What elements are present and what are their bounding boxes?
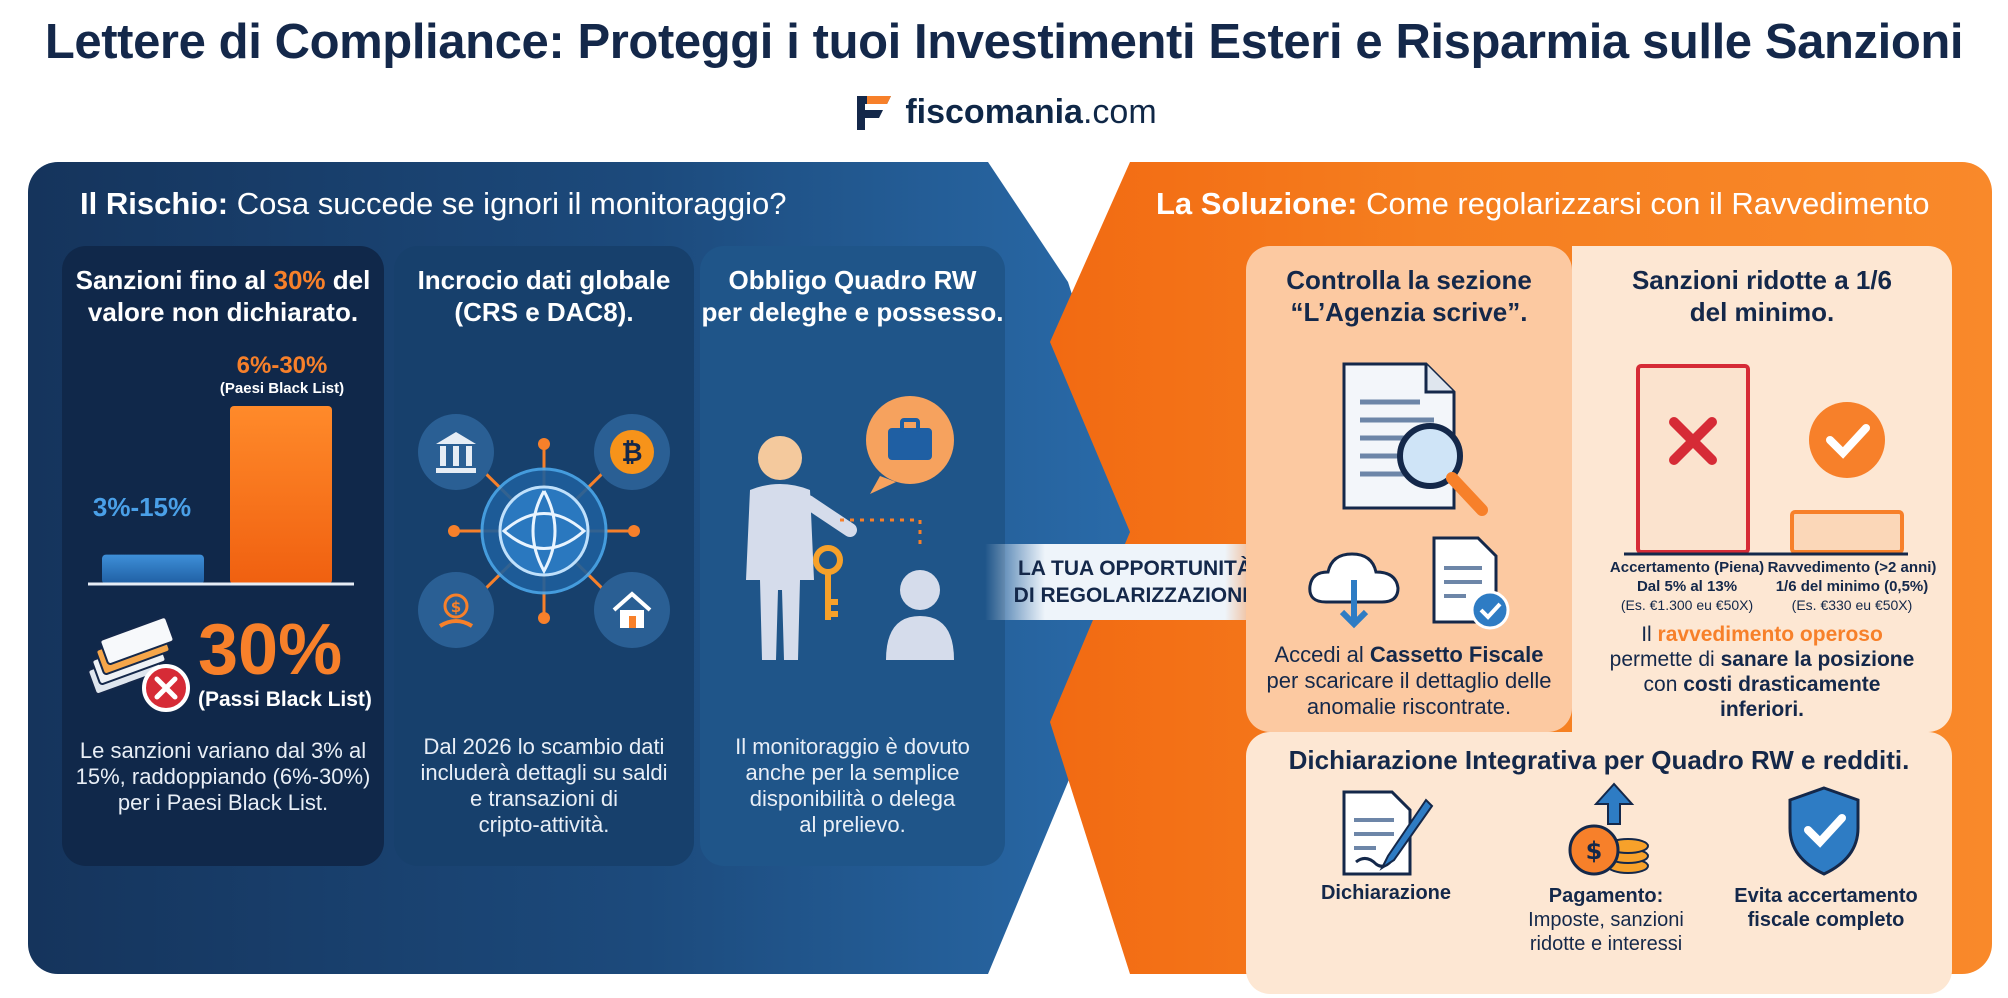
bar-big-label: 6%-30% [236,352,328,379]
penalty-big-percent: 30% [198,610,343,690]
penalty-card-title: Sanzioni fino al 30% del valore non dich… [75,265,371,327]
cloud-download-icon [1308,552,1400,629]
document-search-icon [1342,362,1488,516]
bitcoin-icon: ₿ [610,430,654,474]
sanction-comparison-chart [1624,364,1908,556]
svg-text:₿: ₿ [621,438,642,468]
brand-wordmark: fiscomania.com [905,92,1157,131]
banknotes-icon [87,616,190,712]
money-plant-icon: $ [438,593,474,628]
reduced-sanctions-card-body: Il ravvedimento operoso permette di sana… [1609,623,1915,721]
integrative-declaration-card: Dichiarazione Integrativa per Quadro RW … [1246,732,1952,994]
svg-text:$: $ [1586,837,1603,865]
bar-big-sublabel: (Paesi Black List) [219,380,345,397]
global-data-card: Incrocio dati globale(CRS e DAC8). ₿ $ D… [394,246,694,866]
payment-coins-icon: $ [1568,782,1649,876]
declaration-signing-icon [1342,790,1434,876]
risk-heading: Il Rischio: Cosa succede se ignori il mo… [80,186,787,221]
step-declaration-label: Dichiarazione [1320,882,1452,904]
agency-check-card-body: Accedi al Cassetto Fiscale per scaricare… [1266,642,1552,719]
agency-check-card-title: Controlla la sezione“L’Agenzia scrive”. [1286,265,1532,327]
bar-small [102,554,204,584]
page-title: Lettere di Compliance: Proteggi i tuoi I… [44,15,1964,69]
penalty-card: Sanzioni fino al 30% del valore non dich… [62,246,384,866]
penalty-big-percent-caption: (Passi Black List) [198,688,372,711]
solution-heading: La Soluzione: Come regolarizzarsi con il… [1156,186,1930,221]
fiscomania-logo-icon [857,96,892,130]
agency-check-card: Controlla la sezione“L’Agenzia scrive”. … [1246,246,1572,732]
shield-check-icon [1788,786,1860,876]
global-data-card-title: Incrocio dati globale(CRS e DAC8). [417,265,671,327]
house-icon [612,591,652,628]
bar-big [230,406,332,584]
integrative-declaration-title: Dichiarazione Integrativa per Quadro RW … [1288,745,1910,775]
penalty-bar-chart [88,406,354,586]
ravvedimento-caption: Ravvedimento (>2 anni) 1/6 del minimo (0… [1767,559,1937,613]
brand[interactable]: fiscomania.com [0,90,2008,134]
bank-icon [436,432,476,473]
delegation-person-icon [746,396,954,660]
svg-text:$: $ [451,598,461,616]
bar-small-label: 3%-15% [92,492,192,522]
assessment-caption: Accertamento (Piena) Dal 5% al 13% (Es. … [1609,559,1765,613]
document-check-icon [1432,536,1510,630]
